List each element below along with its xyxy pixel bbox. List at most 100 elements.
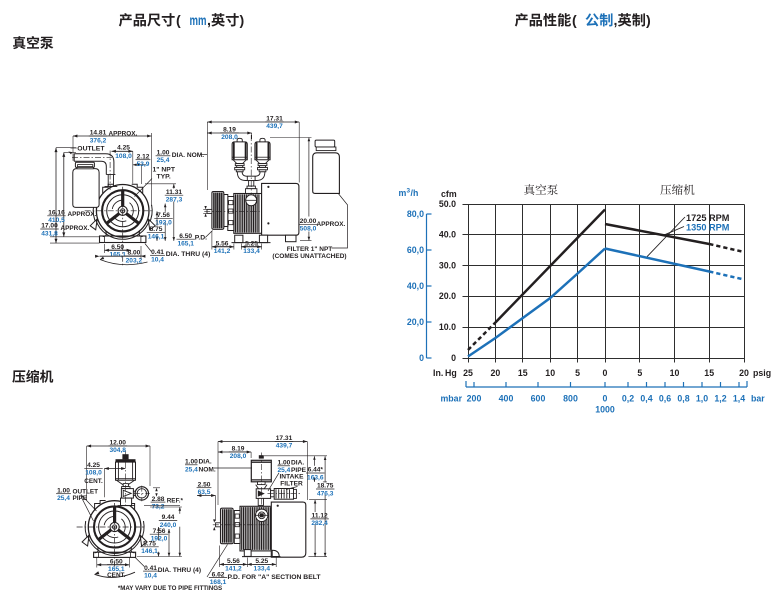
svg-text:304,8: 304,8 xyxy=(109,447,126,454)
svg-text:16.16: 16.16 xyxy=(48,210,65,217)
svg-text:20: 20 xyxy=(739,368,749,378)
svg-text:0.41: 0.41 xyxy=(144,565,157,572)
svg-text:1.00: 1.00 xyxy=(185,458,198,465)
svg-text:20.00: 20.00 xyxy=(300,218,317,225)
svg-text:20,0: 20,0 xyxy=(407,317,424,327)
svg-text:2.12: 2.12 xyxy=(137,153,150,160)
svg-text:P.D. FOR "A" SECTION BELT: P.D. FOR "A" SECTION BELT xyxy=(228,574,322,581)
svg-text:FILTER: FILTER xyxy=(280,480,303,487)
svg-text:,: , xyxy=(614,13,618,29)
svg-text:6.50: 6.50 xyxy=(110,558,123,565)
svg-text:192,0: 192,0 xyxy=(155,220,172,227)
svg-text:2.50: 2.50 xyxy=(198,481,211,488)
svg-text:PIPE: PIPE xyxy=(291,467,307,474)
svg-text:508,0: 508,0 xyxy=(300,226,317,233)
svg-text:m: m xyxy=(399,188,407,198)
svg-text:108,0: 108,0 xyxy=(115,153,132,160)
svg-text:DIA. THRU (4): DIA. THRU (4) xyxy=(158,567,201,574)
svg-text:5.75: 5.75 xyxy=(143,541,156,548)
svg-text:25: 25 xyxy=(463,368,473,378)
svg-text:10.0: 10.0 xyxy=(439,322,456,332)
svg-text:14.81: 14.81 xyxy=(90,130,107,137)
svg-text:5.56: 5.56 xyxy=(216,240,229,247)
svg-text:0: 0 xyxy=(603,394,608,404)
svg-text:bar: bar xyxy=(751,394,765,404)
svg-text:2.88: 2.88 xyxy=(152,496,165,503)
svg-text:63,5: 63,5 xyxy=(198,489,211,496)
svg-text:cfm: cfm xyxy=(441,189,457,199)
svg-text:410,5: 410,5 xyxy=(48,217,65,224)
svg-text:141,2: 141,2 xyxy=(214,248,231,255)
svg-text:133,4: 133,4 xyxy=(254,566,271,573)
svg-text:165,1: 165,1 xyxy=(108,566,125,573)
svg-text:25,4: 25,4 xyxy=(185,466,198,473)
svg-text:165,1: 165,1 xyxy=(109,251,126,258)
svg-text:FILTER 1" NPT: FILTER 1" NPT xyxy=(287,246,333,253)
svg-text:6.62: 6.62 xyxy=(212,571,225,578)
svg-text:5: 5 xyxy=(575,368,580,378)
svg-text:11.12: 11.12 xyxy=(312,513,328,520)
svg-text:9.44: 9.44 xyxy=(162,514,175,521)
svg-text:133,4: 133,4 xyxy=(243,248,260,255)
svg-text:(COMES UNATTACHED): (COMES UNATTACHED) xyxy=(272,253,346,260)
svg-text:OUTLET: OUTLET xyxy=(73,488,99,495)
svg-text:3: 3 xyxy=(407,188,411,195)
svg-text:25,4: 25,4 xyxy=(157,157,170,164)
svg-text:208,0: 208,0 xyxy=(221,134,238,141)
svg-text:): ) xyxy=(646,13,651,29)
svg-text:APPROX.: APPROX. xyxy=(317,221,346,228)
svg-text:10: 10 xyxy=(670,368,680,378)
svg-text:P.D.: P.D. xyxy=(195,234,207,241)
svg-text:REF.*: REF.* xyxy=(167,498,184,505)
svg-text:6.50: 6.50 xyxy=(111,244,124,251)
svg-text:0.41: 0.41 xyxy=(151,249,164,256)
svg-text:6.44*: 6.44* xyxy=(308,467,324,474)
svg-text:20.0: 20.0 xyxy=(439,291,456,301)
svg-text:400: 400 xyxy=(499,394,514,404)
svg-text:CENT.: CENT. xyxy=(107,572,126,579)
svg-text:0: 0 xyxy=(451,353,456,363)
svg-text:1.00: 1.00 xyxy=(57,487,70,494)
svg-text:439,7: 439,7 xyxy=(276,443,293,450)
svg-text:30.0: 30.0 xyxy=(439,260,456,270)
svg-text:40.0: 40.0 xyxy=(439,230,456,240)
svg-text:5.56: 5.56 xyxy=(227,558,240,565)
svg-text:5.25: 5.25 xyxy=(245,240,258,247)
svg-text:1725 RPM: 1725 RPM xyxy=(686,213,730,223)
svg-text:(: ( xyxy=(176,13,181,29)
svg-text:psig: psig xyxy=(753,368,771,378)
svg-text:600: 600 xyxy=(531,394,546,404)
svg-text:15: 15 xyxy=(704,368,714,378)
svg-text:10,4: 10,4 xyxy=(151,257,164,264)
svg-text:287,3: 287,3 xyxy=(166,197,183,204)
svg-text:20: 20 xyxy=(491,368,501,378)
svg-text:10,4: 10,4 xyxy=(144,572,157,579)
svg-text:25,4: 25,4 xyxy=(278,467,291,474)
svg-text:*MAY VARY DUE TO PIPE FITTINGS: *MAY VARY DUE TO PIPE FITTINGS xyxy=(118,585,222,592)
svg-text:17.00: 17.00 xyxy=(41,223,58,230)
svg-text:4.25: 4.25 xyxy=(87,462,100,469)
svg-text:mbar: mbar xyxy=(440,394,462,404)
svg-text:0: 0 xyxy=(419,353,424,363)
svg-text:240,0: 240,0 xyxy=(160,522,177,529)
svg-text:5.75: 5.75 xyxy=(150,226,163,233)
svg-text:4.25: 4.25 xyxy=(117,145,130,152)
svg-text:146,1: 146,1 xyxy=(141,548,158,555)
svg-text:15: 15 xyxy=(518,368,528,378)
svg-text:8.19: 8.19 xyxy=(223,127,236,134)
svg-text:DIA. NOM.: DIA. NOM. xyxy=(172,152,204,159)
svg-text:APPROX.: APPROX. xyxy=(61,225,90,232)
svg-text:146,1: 146,1 xyxy=(148,234,165,241)
svg-text:APPROX.: APPROX. xyxy=(109,130,138,137)
svg-text:In.: In. xyxy=(433,368,443,378)
svg-text:1000: 1000 xyxy=(595,405,615,415)
svg-text:1,0: 1,0 xyxy=(696,394,708,404)
svg-text:208,0: 208,0 xyxy=(230,453,247,460)
svg-text:1350 RPM: 1350 RPM xyxy=(686,223,730,233)
svg-text:/h: /h xyxy=(411,188,419,198)
svg-text:8.19: 8.19 xyxy=(232,446,245,453)
svg-text:1" NPT: 1" NPT xyxy=(153,166,176,173)
svg-text:192,0: 192,0 xyxy=(151,536,168,543)
svg-text:17.31: 17.31 xyxy=(266,116,283,123)
svg-text:7.56: 7.56 xyxy=(153,528,166,535)
